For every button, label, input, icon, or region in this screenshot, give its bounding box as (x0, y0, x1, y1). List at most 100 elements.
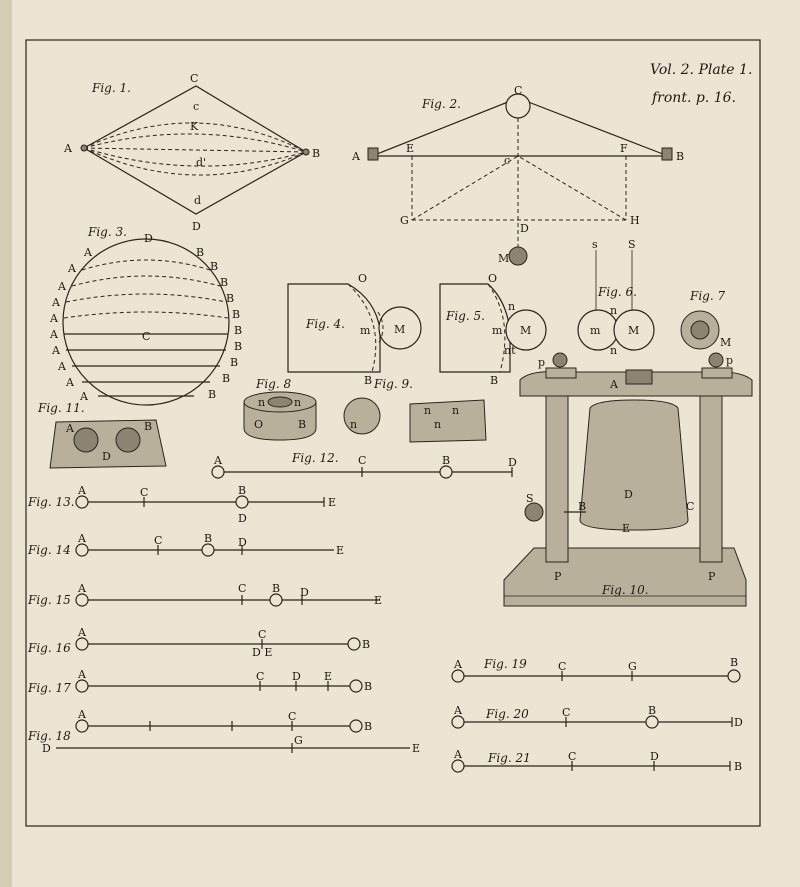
fig-2-title: Fig. 2. (421, 97, 461, 111)
fig-13: Fig. 13. A C B D E (27, 484, 336, 525)
fig-8: Fig. 8 n n O B (243, 377, 317, 441)
fig-17-ball-a (75, 679, 89, 693)
fig-2-label-b: B (676, 150, 684, 163)
fig-21-label-d: D (650, 750, 659, 763)
fig-5-ball-m (505, 309, 547, 351)
fig-9-label-n-3: n (434, 418, 441, 431)
fig-4-label-b: B (364, 374, 372, 387)
fig-3-label-a7: A (51, 344, 61, 357)
fig-1: Fig. 1. A B C D c K d' d (63, 72, 320, 233)
fig-19-ball-b (727, 669, 741, 683)
fig-8-label-o: O (254, 418, 263, 431)
fig-2-label-h: H (630, 214, 640, 227)
fig-1-pin-b (302, 148, 310, 156)
fig-6-label-m-small: m (590, 324, 601, 337)
fig-19-label-b: B (730, 656, 738, 669)
fig-1-label-d-mid: d' (196, 156, 206, 169)
fig-4-label-m-small: m (360, 324, 371, 337)
fig-20: A C B D Fig. 20 (451, 704, 743, 729)
fig-13-title: Fig. 13. (27, 495, 75, 509)
fig-11-disc-right (115, 427, 141, 453)
fig-9: Fig. 9. n n n n (343, 377, 487, 443)
fig-3-label-a1: A (83, 246, 93, 259)
fig-11-disc-left (73, 427, 99, 453)
fig-18-label-e: E (412, 742, 420, 755)
fig-9-title: Fig. 9. (373, 377, 413, 391)
fig-4-dashed-arc (347, 283, 377, 373)
fig-14-title: Fig. 14 (27, 543, 71, 557)
fig-2-label-c-small: c (504, 154, 510, 167)
fig-2-label-c: C (514, 84, 522, 97)
plate-border (25, 39, 761, 827)
fig-13-label-d: D (238, 512, 247, 525)
fig-3-label-a5: A (49, 312, 59, 325)
binding-shadow (0, 0, 12, 887)
fig-20-label-b: B (648, 704, 656, 717)
fig-20-ball-b (645, 715, 659, 729)
fig-10-label-d: D (624, 488, 633, 501)
fig-15-label-d: D (300, 586, 309, 599)
fig-11-label-b: B (144, 420, 152, 433)
fig-5: Fig. 5. O B n m M nt (439, 272, 547, 387)
fig-9-plate (409, 399, 487, 443)
fig-3-label-b10: B (208, 388, 216, 401)
fig-17-label-b: B (364, 680, 372, 693)
fig-13-label-a: A (77, 484, 87, 497)
fig-9-label-n-4: n (350, 418, 357, 431)
fig-10-bell (579, 399, 689, 531)
fig-2-label-g: G (400, 214, 409, 227)
fig-18-label-d: D (42, 742, 51, 755)
fig-7-title: Fig. 7 (689, 289, 725, 303)
fig-3-line-1 (81, 259, 211, 271)
fig-9-label-n-1: n (424, 404, 431, 417)
fig-12-ball-a (211, 465, 225, 479)
fig-3-label-a3: A (57, 280, 67, 293)
fig-14-label-a: A (77, 532, 87, 545)
fig-3-label-b2: B (210, 260, 218, 273)
fig-1-curve-k (83, 133, 307, 153)
fig-12-label-b: B (442, 454, 450, 467)
fig-10-pillar-left (545, 395, 569, 563)
fig-17-ball-b (349, 679, 363, 693)
fig-15-label-e: E (374, 594, 382, 607)
fig-5-label-m: M (520, 324, 531, 337)
fig-21: A C D B Fig. 21 (451, 748, 742, 773)
fig-17-label-a: A (77, 668, 87, 681)
fig-17-label-e: E (324, 670, 332, 683)
fig-1-label-d-small: d (194, 194, 201, 207)
fig-14-ball-b (201, 543, 215, 557)
fig-3-globe (62, 238, 230, 406)
fig-5-label-o: O (488, 272, 497, 285)
fig-11-label-a: A (65, 422, 75, 435)
fig-15: Fig. 15 A C B D E (27, 582, 382, 607)
fig-13-label-c: C (140, 486, 148, 499)
fig-6-ball-right (613, 309, 655, 351)
fig-6-label-n-bottom: n (610, 344, 617, 357)
fig-16: Fig. 16 A C D E B (27, 626, 370, 659)
fig-2-label-m: M (498, 252, 509, 265)
fig-16-ball-a (75, 637, 89, 651)
volume-label: Vol. 2. Plate 1. (650, 62, 752, 78)
fig-10-label-a: A (609, 378, 619, 391)
fig-12-label-d: D (508, 456, 517, 469)
fig-1-label-b: B (312, 147, 320, 160)
fig-16-label-de: D E (252, 646, 272, 659)
fig-21-label-c: C (568, 750, 576, 763)
fig-7: Fig. 7 M (680, 289, 731, 350)
fig-4-block (287, 283, 381, 373)
fig-14-label-c: C (154, 534, 162, 547)
fig-3: Fig. 3. D C A A A A A A A A A A B B B B … (49, 225, 242, 406)
fig-15-ball-b (269, 593, 283, 607)
fig-3-title: Fig. 3. (87, 225, 127, 239)
fig-20-label-a: A (453, 704, 463, 717)
fig-13-ball-b (235, 495, 249, 509)
fig-3-label-d: D (144, 232, 153, 245)
fig-4-ball-m (378, 306, 422, 350)
fig-3-label-a4: A (51, 296, 61, 309)
fig-11-label-d: D (102, 450, 111, 463)
fig-2: Fig. 2. A B C E F G H c D M (351, 84, 684, 266)
fig-2-clamp-b (661, 147, 673, 161)
fig-12-label-c: C (358, 454, 366, 467)
fig-10-label-p-right: P (708, 570, 716, 583)
